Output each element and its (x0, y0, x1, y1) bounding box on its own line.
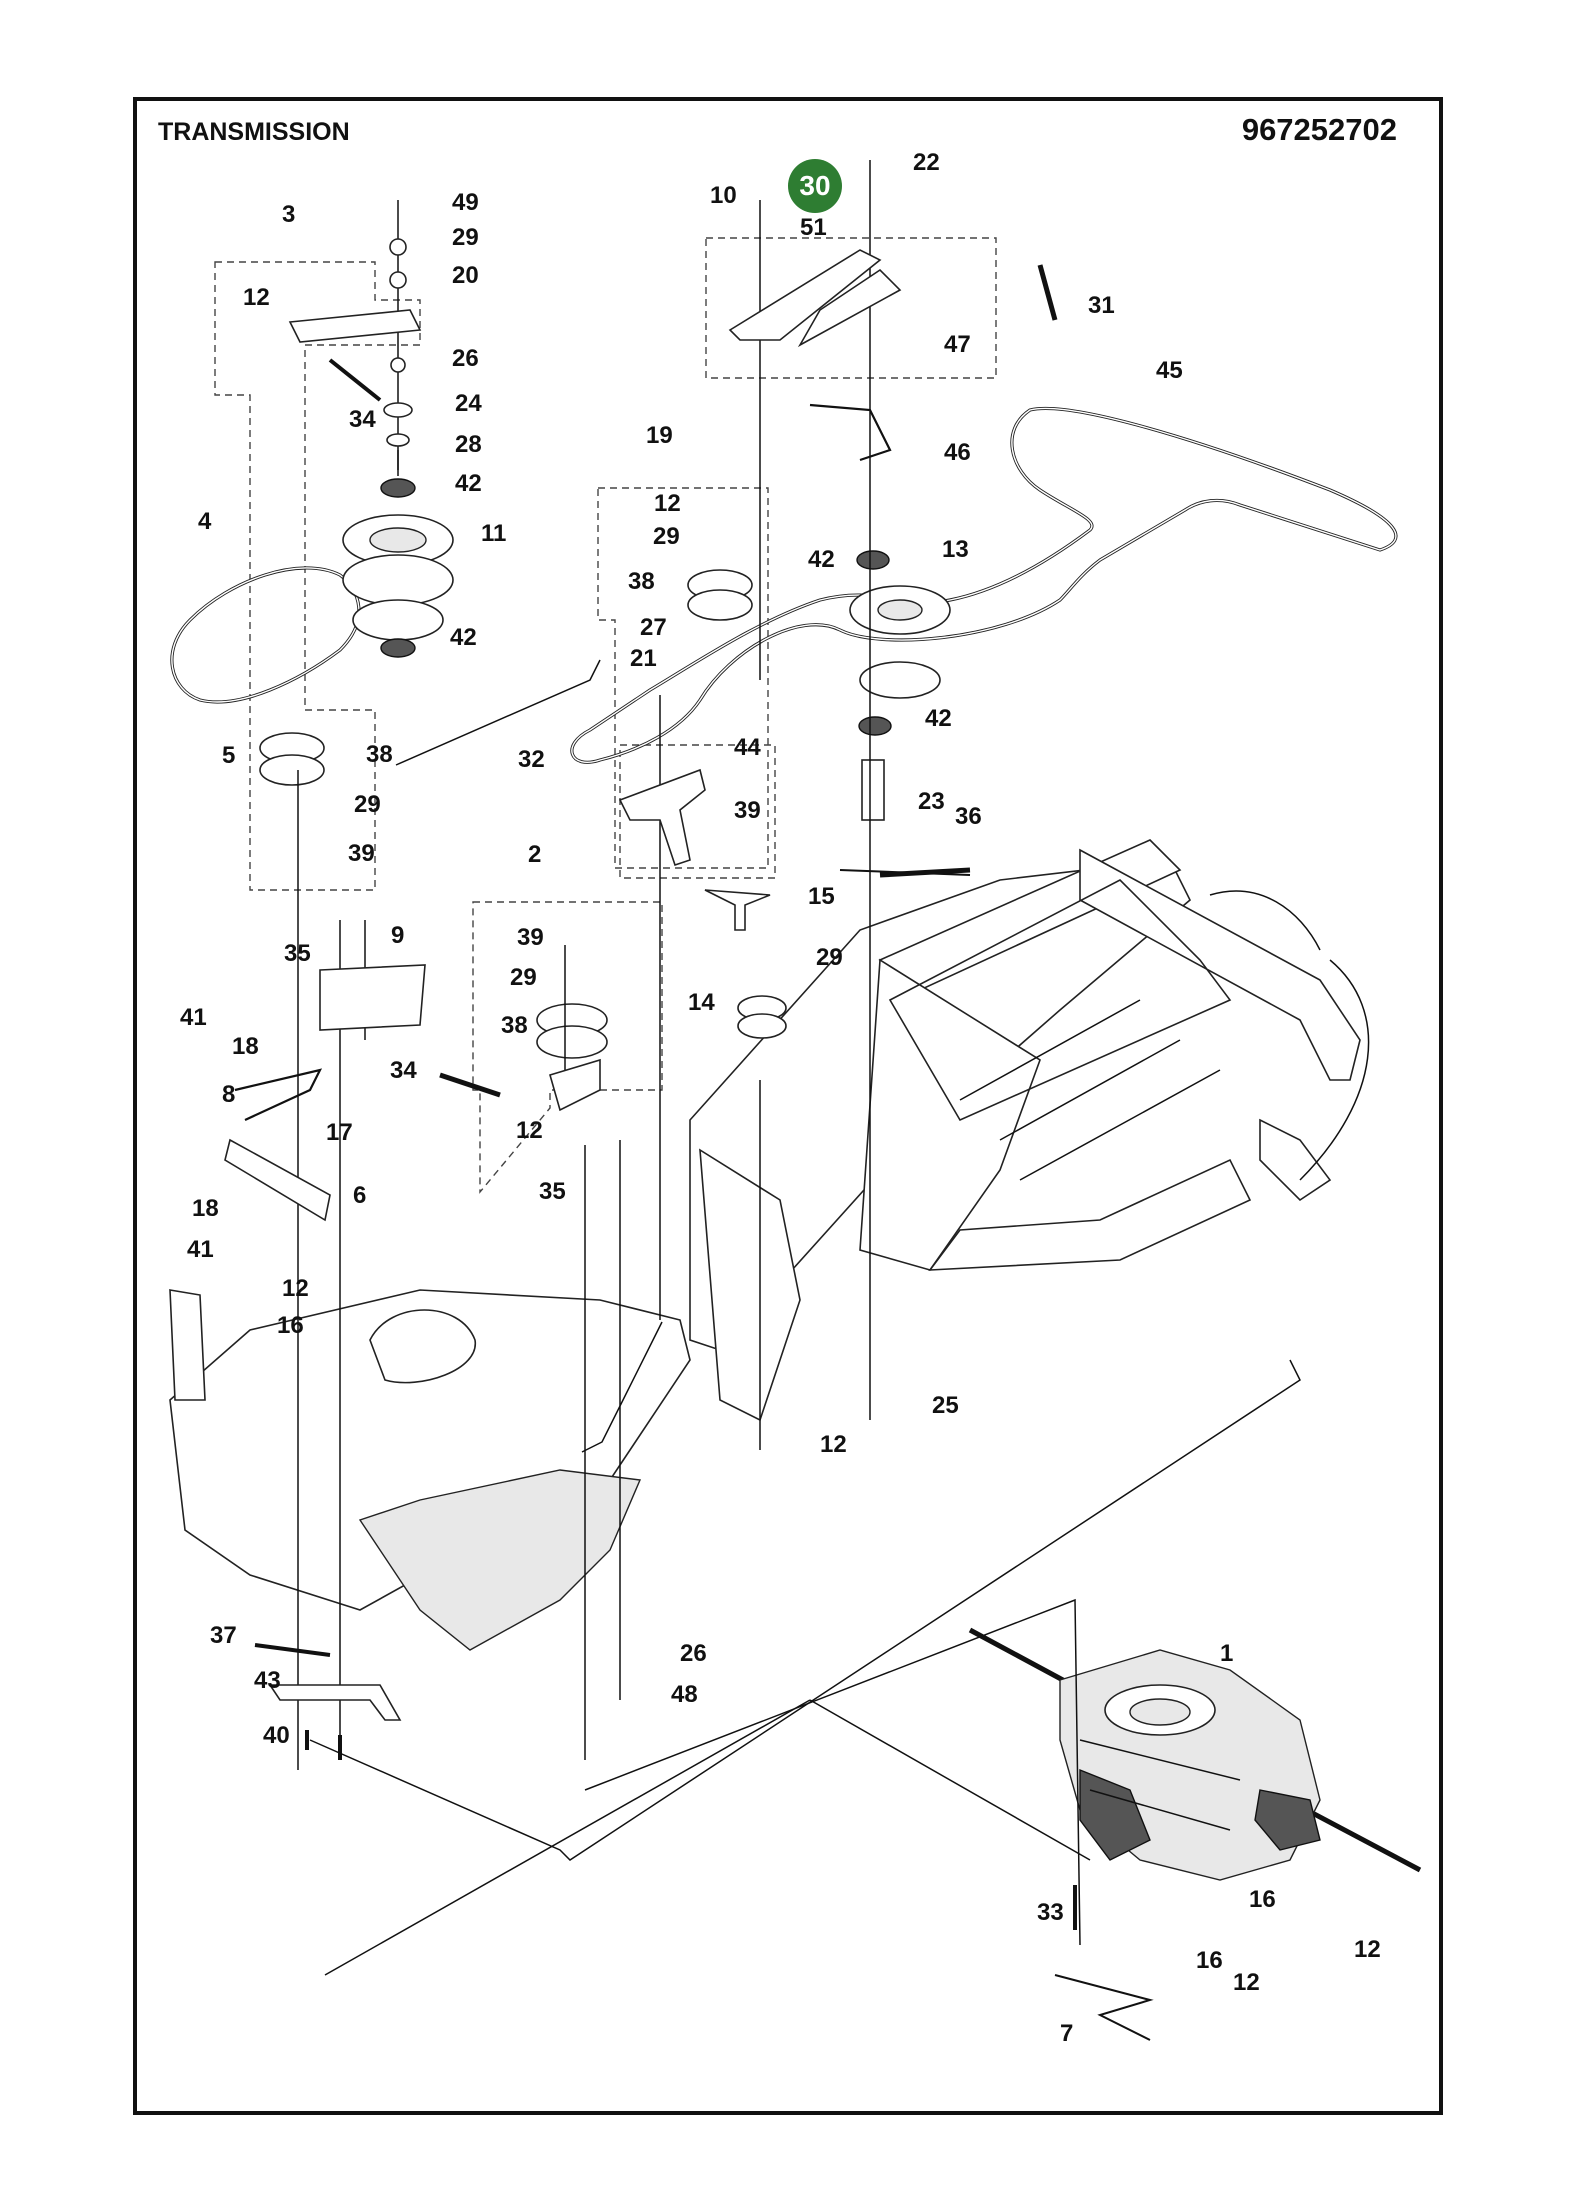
callout-label: 13 (942, 536, 969, 563)
callout-label: 44 (734, 734, 761, 761)
callout-label: 36 (955, 803, 982, 830)
callout-label: 12 (1354, 1936, 1381, 1963)
callout-label: 45 (1156, 357, 1183, 384)
callout-label: 20 (452, 262, 479, 289)
callout-label: 38 (501, 1012, 528, 1039)
callout-label: 29 (354, 791, 381, 818)
callout-label: 25 (932, 1392, 959, 1419)
callout-label: 9 (391, 922, 404, 949)
callout-label: 7 (1060, 2020, 1073, 2047)
callout-label: 34 (349, 406, 376, 433)
callout-label: 26 (452, 345, 479, 372)
callout-label: 2 (528, 841, 541, 868)
callout-label: 12 (516, 1117, 543, 1144)
callout-label: 42 (925, 705, 952, 732)
callout-label: 29 (452, 224, 479, 251)
callout-label: 37 (210, 1622, 237, 1649)
callout-label: 16 (1249, 1886, 1276, 1913)
callout-label: 16 (277, 1312, 304, 1339)
callout-label: 22 (913, 149, 940, 176)
callout-label: 51 (800, 214, 827, 241)
callout-label: 6 (353, 1182, 366, 1209)
callout-label: 29 (653, 523, 680, 550)
callout-label: 8 (222, 1081, 235, 1108)
callout-label: 28 (455, 431, 482, 458)
callout-label: 47 (944, 331, 971, 358)
leader-lines (309, 450, 1301, 1976)
group-boxes (214, 237, 997, 1194)
callout-label: 39 (734, 797, 761, 824)
callout-label: 41 (180, 1004, 207, 1031)
callout-label: 49 (452, 189, 479, 216)
callout-label: 48 (671, 1681, 698, 1708)
transaxle (968, 1627, 1422, 1881)
diagram-part-number: 967252702 (1241, 112, 1397, 147)
callout-label: 29 (816, 944, 843, 971)
callout-label: 26 (680, 1640, 707, 1667)
callout-label: 34 (390, 1057, 417, 1084)
callout-label: 42 (450, 624, 477, 651)
callout-label: 18 (192, 1195, 219, 1222)
callout-label: 42 (808, 546, 835, 573)
callout-label: 14 (688, 989, 715, 1016)
callout-label: 35 (539, 1178, 566, 1205)
callout-label: 43 (254, 1667, 281, 1694)
highlight-label: 30 (799, 170, 830, 201)
callout-label: 29 (510, 964, 537, 991)
callout-label: 12 (654, 490, 681, 517)
callout-label: 12 (282, 1275, 309, 1302)
belts (170, 406, 1398, 764)
callout-label: 33 (1037, 1899, 1064, 1926)
callout-label: 11 (481, 520, 506, 547)
callout-label: 32 (518, 746, 545, 773)
callout-label: 46 (944, 439, 971, 466)
callout-label: 39 (517, 924, 544, 951)
callout-label: 15 (808, 883, 835, 910)
callout-label: 19 (646, 422, 673, 449)
callout-label: 23 (918, 788, 945, 815)
callout-label: 4 (198, 508, 212, 535)
callout-label: 21 (630, 645, 657, 672)
callout-label: 42 (455, 470, 482, 497)
callout-label: 12 (820, 1431, 847, 1458)
callout-label: 16 (1196, 1947, 1223, 1974)
callout-label: 38 (628, 568, 655, 595)
callout-label: 31 (1088, 292, 1115, 319)
callout-label: 18 (232, 1033, 259, 1060)
callout-label: 10 (710, 182, 737, 209)
chassis-frame (169, 839, 1370, 1651)
drawing-frame (133, 97, 1443, 2115)
callout-label: 39 (348, 840, 375, 867)
callout-label: 12 (1233, 1969, 1260, 1996)
callout-label: 24 (455, 390, 482, 417)
pulleys (259, 478, 951, 1059)
callout-label: 41 (187, 1236, 214, 1263)
hardware (224, 160, 1154, 2041)
highlight-marker-30[interactable] (788, 159, 842, 213)
callout-label: 5 (222, 742, 235, 769)
callout-label: 38 (366, 741, 393, 768)
callout-label: 27 (640, 614, 667, 641)
callout-label: 1 (1220, 1640, 1233, 1667)
diagram-title: TRANSMISSION (158, 118, 350, 146)
callout-label: 35 (284, 940, 311, 967)
callout-label: 40 (263, 1722, 290, 1749)
callout-label: 3 (282, 201, 295, 228)
callout-label: 12 (243, 284, 270, 311)
callout-label: 17 (326, 1119, 353, 1146)
